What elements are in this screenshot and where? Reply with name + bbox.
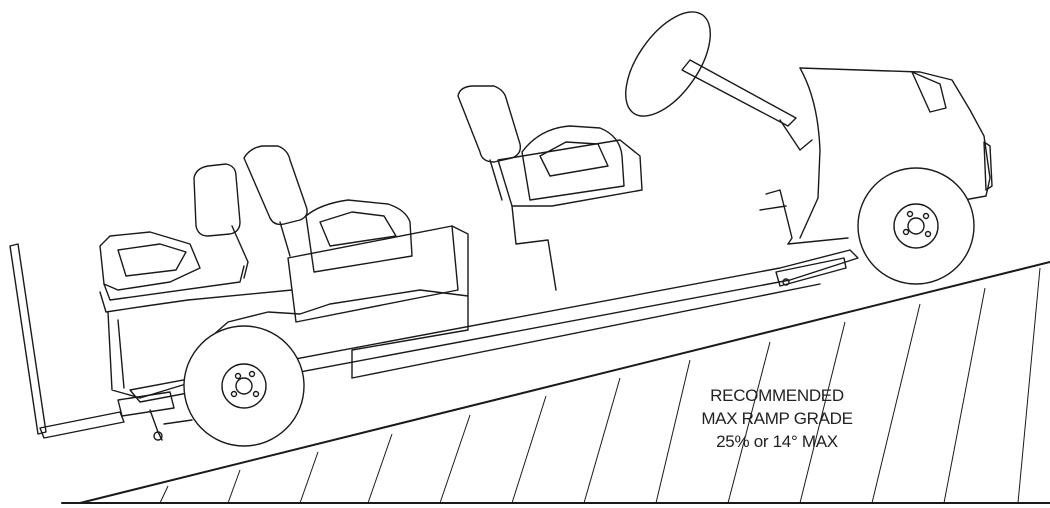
pedal-linkage [759, 189, 849, 287]
middle-seat [305, 199, 413, 273]
caption-line-1: RECOMMENDED [710, 386, 844, 405]
rear-wheel [183, 325, 305, 447]
chassis-frame [129, 249, 859, 403]
front-cowl [799, 67, 993, 239]
front-wheel [857, 167, 975, 285]
caption-line-2: MAX RAMP GRADE [701, 409, 853, 428]
ramp-hatching [159, 267, 1041, 504]
rear-hitch [149, 409, 193, 441]
rear-backrests [193, 145, 308, 279]
front-seat-pod [457, 85, 643, 291]
rear-facing-seat [99, 231, 245, 301]
steering-assembly [625, 11, 813, 151]
ramp-surface [79, 261, 1050, 504]
rear-seat-base [287, 225, 469, 323]
caption-line-3: 25% or 14° MAX [716, 432, 838, 451]
rear-body [99, 289, 469, 399]
ramp-grade-caption: RECOMMENDED MAX RAMP GRADE 25% or 14° MA… [662, 384, 892, 453]
